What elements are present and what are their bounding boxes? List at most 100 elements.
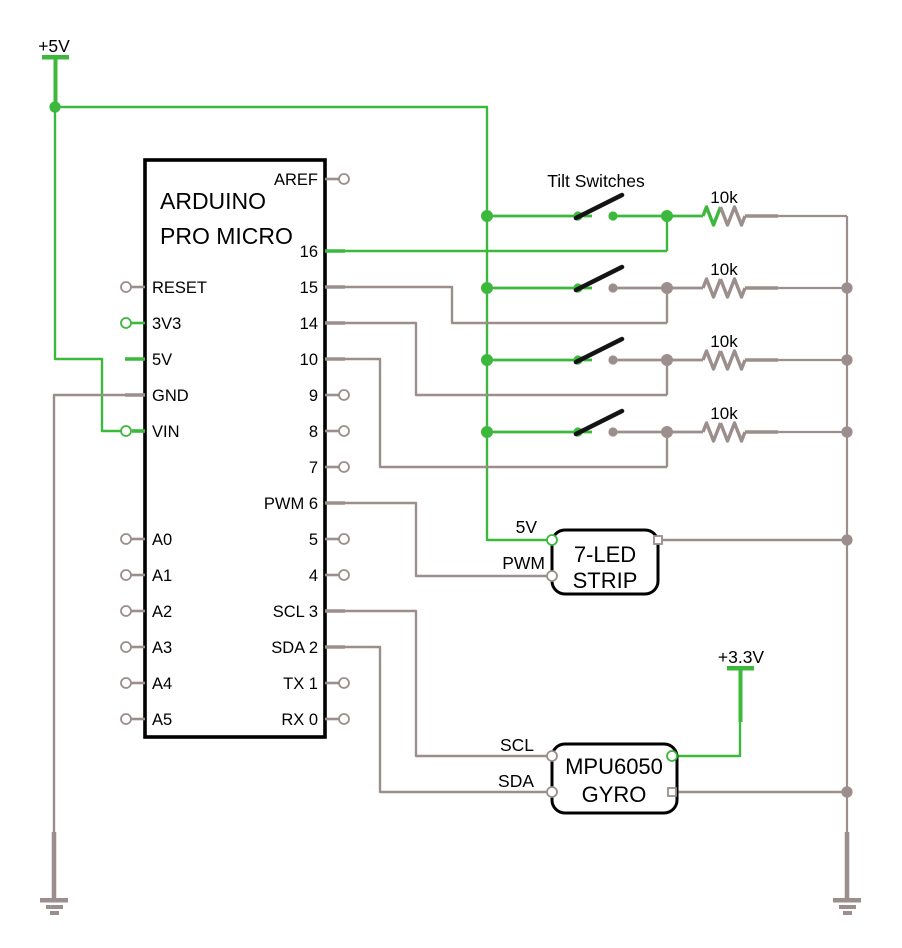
gyro-body[interactable] <box>550 742 679 815</box>
arduino-pin-4[interactable]: 4 <box>309 567 350 585</box>
arduino-body[interactable] <box>143 158 327 739</box>
resistor-zigzag[interactable] <box>718 421 747 443</box>
ground-symbol-right[interactable] <box>833 832 861 915</box>
pin-label: A4 <box>152 675 172 693</box>
resistor-zigzag[interactable] <box>701 277 723 299</box>
pin-label: RX 0 <box>281 711 318 729</box>
resistor-value-label: 10k <box>710 332 738 351</box>
tilt-switch-lever[interactable] <box>573 408 625 437</box>
ground-right-bar3 <box>843 911 852 915</box>
wire-3v3-feed[interactable] <box>677 722 742 758</box>
arduino-pin-reset[interactable]: RESET <box>120 279 207 297</box>
arduino-pin-a3[interactable]: A3 <box>120 639 172 657</box>
wire-pwm6[interactable] <box>338 501 547 578</box>
arduino-pin-5v[interactable]: 5V <box>125 351 172 369</box>
arduino-pin-a2[interactable]: A2 <box>120 603 172 621</box>
arduino-pin-rx-0[interactable]: RX 0 <box>281 711 350 729</box>
pin-open-terminal <box>120 569 132 581</box>
arduino-pin-a5[interactable]: A5 <box>120 711 172 729</box>
led-strip-gnd-terminal[interactable] <box>653 535 663 545</box>
arduino-pin-scl-3[interactable]: SCL 3 <box>273 603 345 621</box>
tilt-switch-lever[interactable] <box>573 336 625 365</box>
power-3v3-label: +3.3V <box>718 647 765 667</box>
pin-label: GND <box>152 387 189 405</box>
tilt-switch-row[interactable]: 10k <box>481 404 853 467</box>
tilt-switch-row[interactable]: 10k <box>481 260 853 323</box>
pin-open-terminal <box>120 677 132 689</box>
arduino-pin-7[interactable]: 7 <box>309 459 350 477</box>
resistor-zigzag[interactable] <box>701 421 723 443</box>
wire-5v-to-vin[interactable] <box>53 107 121 433</box>
component-led-strip[interactable]: 7-LED STRIP 5V PWM <box>502 517 663 596</box>
arduino-pin-14[interactable]: 14 <box>300 315 345 333</box>
power-5v-label: +5V <box>38 36 70 56</box>
gyro-scl-pin-label: SCL <box>500 735 534 755</box>
wire-pin10[interactable] <box>338 357 667 469</box>
wire-scl3[interactable] <box>338 609 547 758</box>
tilt-switch-lever[interactable] <box>573 192 625 221</box>
arduino-pin-vin[interactable]: VIN <box>120 423 180 441</box>
tilt-switch-row[interactable]: 10k <box>481 188 847 251</box>
pin-open-terminal <box>120 641 132 653</box>
pin-label: 5V <box>152 351 172 369</box>
switch-right-terminal-dot <box>608 283 618 293</box>
arduino-pin-gnd[interactable]: GND <box>125 387 189 405</box>
pin-label: 5 <box>309 531 318 549</box>
pin-label: A3 <box>152 639 172 657</box>
resistor-zigzag[interactable] <box>718 349 747 371</box>
power-symbol-3v3[interactable]: +3.3V <box>718 647 765 722</box>
resistor-zigzag[interactable] <box>701 205 723 227</box>
resistor-zigzag[interactable] <box>718 277 747 299</box>
arduino-pin-pwm-6[interactable]: PWM 6 <box>264 495 345 513</box>
arduino-pin-5[interactable]: 5 <box>309 531 350 549</box>
ground-symbol-left[interactable] <box>40 832 68 915</box>
junction-dot-gnd-rail <box>841 426 853 438</box>
tilt-switch-row[interactable]: 10k <box>481 332 853 395</box>
arduino-pin-10[interactable]: 10 <box>300 351 345 369</box>
wire-pin14[interactable] <box>338 321 667 397</box>
junction-dot-gnd-rail <box>841 282 853 294</box>
component-arduino-pro-micro[interactable]: ARDUINO PRO MICRO <box>143 158 327 739</box>
junction-dot-5v-rail <box>481 354 493 366</box>
arduino-pin-a4[interactable]: A4 <box>120 675 172 693</box>
resistor-zigzag[interactable] <box>701 349 723 371</box>
junction-dot-gyro-gnd <box>841 786 853 798</box>
arduino-pin-9[interactable]: 9 <box>309 387 350 405</box>
led-strip-body[interactable] <box>550 528 660 596</box>
power-symbol-5v[interactable]: +5V <box>38 36 70 107</box>
gyro-scl-terminal[interactable] <box>546 750 558 762</box>
arduino-pin-3v3[interactable]: 3V3 <box>120 315 181 333</box>
gyro-sda-terminal[interactable] <box>546 786 558 798</box>
resistor-value-label: 10k <box>710 188 738 207</box>
gyro-vcc-terminal[interactable] <box>666 750 678 762</box>
wire-gnd-left[interactable] <box>52 393 131 834</box>
gyro-gnd-terminal[interactable] <box>667 787 677 797</box>
tilt-switch-lever[interactable] <box>573 264 625 293</box>
pin-open-terminal <box>338 677 350 689</box>
junction-dot-switch-tap <box>661 210 673 222</box>
pin-label: TX 1 <box>283 675 318 693</box>
junction-dot-gnd-rail <box>841 354 853 366</box>
wire-sda2[interactable] <box>338 645 547 794</box>
arduino-pin-tx-1[interactable]: TX 1 <box>283 675 350 693</box>
arduino-pin-15[interactable]: 15 <box>300 279 345 297</box>
arduino-title-line2: PRO MICRO <box>160 223 293 249</box>
led-strip-pwm-terminal[interactable] <box>546 570 558 582</box>
tilt-switches-label: Tilt Switches <box>547 171 645 191</box>
pin-label: 16 <box>300 243 318 261</box>
component-mpu6050-gyro[interactable]: MPU6050 GYRO SCL SDA <box>498 735 679 815</box>
pin-label: 9 <box>309 387 318 405</box>
led-strip-5v-terminal[interactable] <box>546 534 558 546</box>
arduino-pin-a0[interactable]: A0 <box>120 531 172 549</box>
gyro-name-line2: GYRO <box>582 782 647 807</box>
arduino-pin-sda-2[interactable]: SDA 2 <box>271 639 345 657</box>
arduino-pin-16[interactable]: 16 <box>300 243 345 261</box>
arduino-pin-aref[interactable]: AREF <box>274 171 350 189</box>
resistor-zigzag[interactable] <box>718 205 747 227</box>
arduino-pin-8[interactable]: 8 <box>309 423 350 441</box>
pin-open-terminal <box>338 389 350 401</box>
arduino-pin-a1[interactable]: A1 <box>120 567 172 585</box>
wire-pin15[interactable] <box>338 285 667 325</box>
